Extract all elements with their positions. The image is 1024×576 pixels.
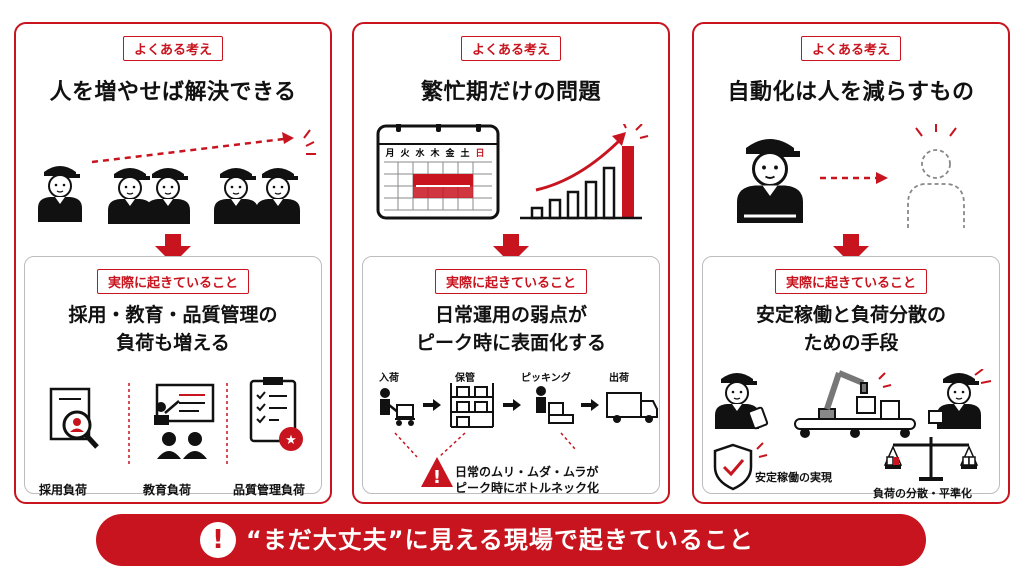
truck-icon (606, 392, 658, 423)
training-burden-label: 教育負荷 (143, 483, 192, 497)
training-icon (154, 383, 215, 459)
step-label-shipping: 出荷 (609, 373, 629, 384)
bottleneck-warning-line2: ピーク時にボトルネック化 (455, 481, 600, 495)
panel-headline: 人を増やせば解決できる (49, 80, 297, 105)
exclamation-icon: ! (200, 522, 236, 558)
calendar-day-5: 土 (460, 147, 469, 159)
common-belief-tag: よくある考え (122, 36, 224, 61)
step-label-storage: 保管 (455, 373, 475, 384)
calendar-day-4: 金 (444, 147, 455, 159)
storage-rack-icon (450, 383, 494, 428)
svg-text:★: ★ (285, 433, 297, 448)
panel-automation: よくある考え 自動化は人を減らすもの 実際に起きていること 安定稼働と負荷分散の… (692, 22, 1010, 504)
down-arrow-icon (155, 234, 191, 264)
worker-replaced-illustration (735, 124, 965, 228)
reality-box: 実際に起きていること 安定稼働と負荷分散の ための手段 (702, 256, 1000, 500)
summary-banner: ! “まだ大丈夫”に見える現場で起きていること (96, 514, 926, 566)
step-label-inbound: 入荷 (379, 373, 399, 384)
reality-title: 採用・教育・品質管理の 負荷も増える (68, 304, 278, 354)
calendar-day-3: 木 (429, 147, 440, 159)
panel-headline: 繁忙期だけの問題 (420, 80, 601, 105)
stable-operation-label: 安定稼働の実現 (755, 471, 832, 484)
panel-peak-season: よくある考え 繁忙期だけの問題 月火水 木金土 日 実際に起きていること (352, 22, 670, 504)
missing-person-outline (907, 149, 965, 228)
balance-scale-icon (883, 437, 979, 481)
svg-text:!: ! (433, 467, 441, 488)
common-belief-tag: よくある考え (460, 36, 562, 61)
quality-check-icon: ★ (249, 377, 303, 451)
robot-arm-icon (794, 370, 916, 438)
reality-tag: 実際に起きていること (96, 269, 250, 294)
automation-support-illustration (714, 369, 992, 438)
reality-tag: 実際に起きていること (774, 269, 928, 294)
picking-icon (536, 386, 574, 424)
calendar-day-6: 日 (475, 148, 484, 159)
inbound-icon (380, 388, 415, 426)
panel-headline: 自動化は人を減らすもの (727, 80, 975, 105)
calendar-spike-illustration: 月火水 木金土 日 (376, 124, 649, 220)
reality-title: 安定稼働と負荷分散の ための手段 (755, 304, 946, 354)
recruit-icon (49, 387, 99, 449)
reality-title: 日常運用の弱点が ピーク時に表面化する (415, 304, 606, 354)
quality-burden-label: 品質管理負荷 (233, 483, 306, 497)
down-arrow-icon (833, 234, 869, 264)
shield-check-icon (713, 442, 768, 491)
warehouse-flow-diagram: ! (380, 383, 658, 488)
step-label-picking: ピッキング (521, 373, 571, 384)
calendar-day-0: 月 (384, 148, 394, 159)
load-distribution-label: 負荷の分散・平準化 (873, 487, 972, 500)
bottleneck-warning-line1: 日常のムリ・ムダ・ムラが (455, 465, 599, 479)
reality-box: 実際に起きていること 日常運用の弱点が ピーク時に表面化する 入荷 保管 ピッキ… (362, 256, 660, 495)
recruit-burden-label: 採用負荷 (39, 483, 88, 497)
panel-more-people: よくある考え 人を増やせば解決できる 実際に起きていること 採用・教育・品質管理… (14, 22, 332, 504)
growing-workers-illustration (37, 129, 316, 225)
burden-icons: ★ (49, 377, 303, 467)
banner-text: “まだ大丈夫”に見える現場で起きていること (246, 526, 754, 554)
reality-box: 実際に起きていること 採用・教育・品質管理の 負荷も増える (24, 256, 322, 497)
common-belief-tag: よくある考え (800, 36, 902, 61)
calendar-day-2: 水 (415, 147, 425, 159)
down-arrow-icon (493, 234, 529, 264)
calendar-day-1: 火 (400, 148, 410, 159)
reality-tag: 実際に起きていること (434, 269, 588, 294)
